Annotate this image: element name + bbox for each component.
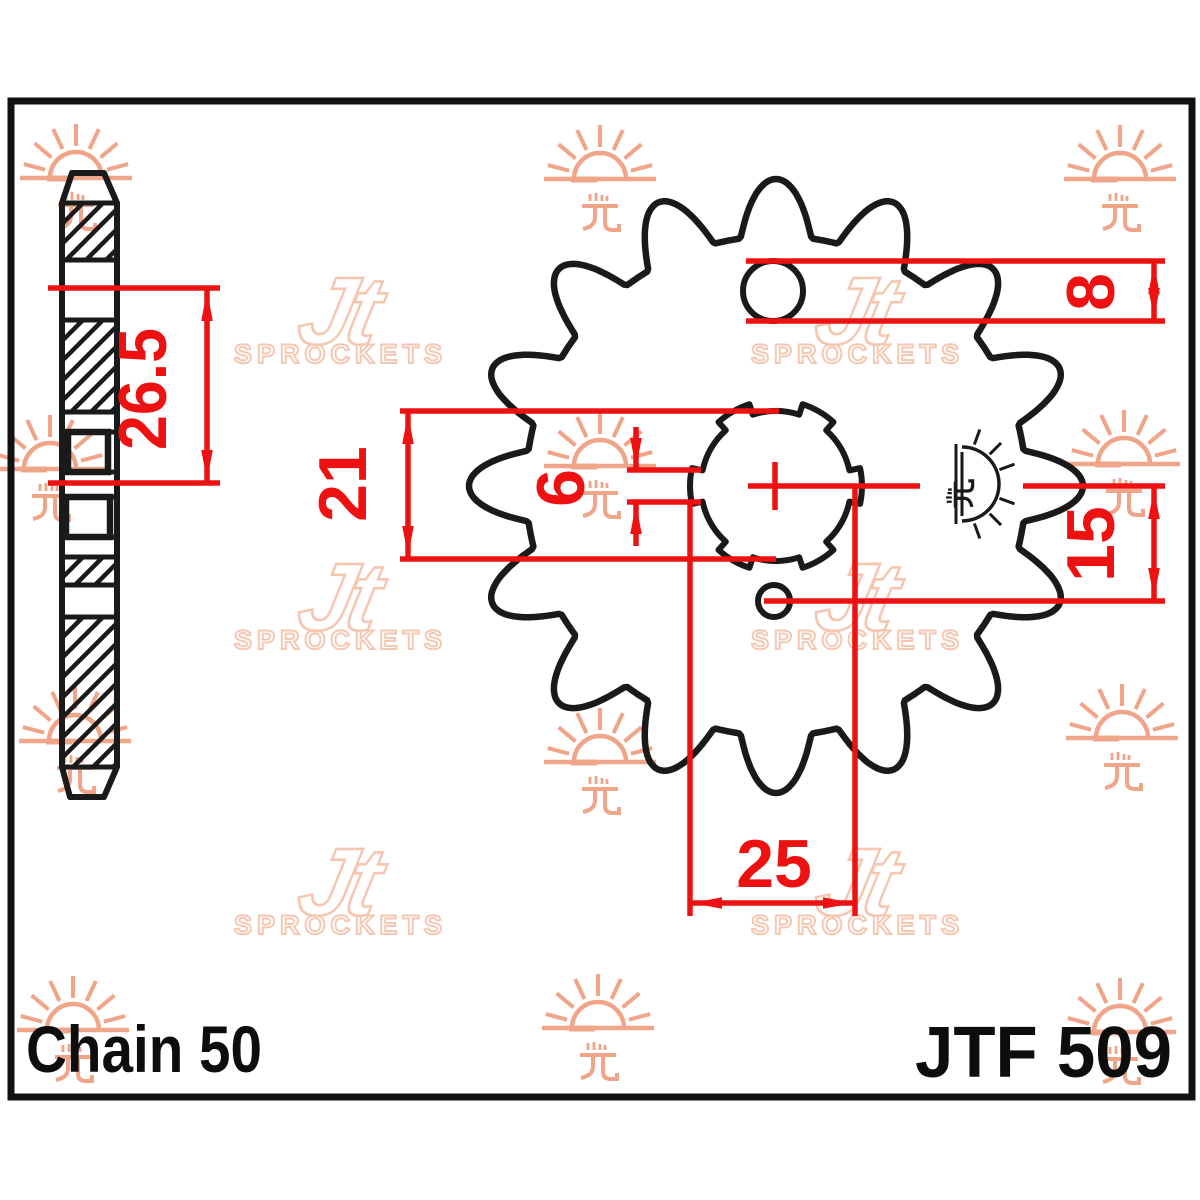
hatch-line xyxy=(64,558,86,579)
dimension-arrowhead xyxy=(201,291,213,321)
sprockets-text: SPROCKETS xyxy=(751,625,965,655)
hatch-line xyxy=(64,702,115,759)
hatch-line xyxy=(64,345,115,402)
dim-side-thickness: 26.5 xyxy=(105,328,181,450)
dimension-arrowhead xyxy=(692,897,722,909)
sun-watermark-icon xyxy=(1066,684,1178,791)
hatch-line xyxy=(64,321,86,342)
stamp-ray xyxy=(998,496,1016,506)
jt-monogram-icon xyxy=(1102,193,1141,232)
sun-watermark-icon xyxy=(1064,978,1176,1085)
stamp-dome xyxy=(961,445,1001,523)
chain-size-label: Chain 50 xyxy=(26,1012,262,1086)
keyway-box xyxy=(64,428,112,476)
drawing-frame-border xyxy=(7,97,1196,1101)
hatch-line xyxy=(64,204,106,245)
spline-bore-outline xyxy=(687,401,865,571)
hatch-line xyxy=(68,365,115,411)
dimension-lines xyxy=(48,258,1165,916)
hatch-line xyxy=(90,742,115,766)
dimension-arrowhead xyxy=(1148,264,1160,294)
sprocket-side-view xyxy=(59,170,120,800)
dim-top-hole-diameter: 8 xyxy=(1053,273,1129,311)
hatch-line xyxy=(64,682,115,739)
stamp-ray xyxy=(988,441,1003,456)
hatch-line xyxy=(72,558,106,584)
sun-watermark-icon xyxy=(1064,125,1176,232)
hatch-band xyxy=(64,618,115,766)
dim-spline-depth: 6 xyxy=(523,469,599,507)
stamp-ray xyxy=(972,428,982,446)
sun-watermark-icon xyxy=(1068,410,1180,517)
hatch-line xyxy=(70,722,115,766)
jt-monogram-icon xyxy=(582,480,621,519)
dimension-labels: 26.5 8 21 6 15 25 xyxy=(105,273,1129,902)
hatch-line xyxy=(103,248,115,259)
stamp-ray xyxy=(998,462,1016,472)
hatch-band xyxy=(64,204,115,259)
hatch-band xyxy=(64,558,115,584)
dimension-arrowhead xyxy=(823,897,853,909)
dimension-arrowhead xyxy=(630,504,642,534)
hatch-line xyxy=(64,622,115,679)
dimension-arrowhead xyxy=(630,438,642,468)
dimension-arrowhead xyxy=(1148,288,1160,318)
dimension-arrowhead xyxy=(1148,568,1160,598)
sun-watermark-icon xyxy=(544,125,656,232)
hatch-line xyxy=(64,642,115,699)
dimension-arrowhead xyxy=(402,526,414,556)
hatch-band xyxy=(64,321,115,411)
dimension-arrowhead xyxy=(402,414,414,444)
jt-monogram-icon xyxy=(55,1044,94,1083)
hatch-line xyxy=(64,208,115,259)
sprockets-text: SPROCKETS xyxy=(234,625,448,655)
sun-watermark-icon xyxy=(542,974,654,1081)
jt-monogram-icon xyxy=(1102,1046,1141,1085)
jt-monogram-icon xyxy=(582,193,621,232)
dim-bore-diameter: 21 xyxy=(305,446,381,522)
hatch-line xyxy=(64,618,106,659)
keyway-box xyxy=(62,493,114,541)
sprockets-text: SPROCKETS xyxy=(751,339,965,369)
sprockets-text: SPROCKETS xyxy=(234,910,448,940)
jt-monogram-icon xyxy=(582,776,621,815)
jt-monogram-icon xyxy=(946,479,975,508)
hatch-line xyxy=(92,562,115,584)
sprockets-text: SPROCKETS xyxy=(751,910,965,940)
dimension-arrowhead xyxy=(1148,489,1160,519)
jt-monogram-icon xyxy=(1106,478,1145,517)
sun-watermark-icon xyxy=(544,708,656,815)
stamp-ray xyxy=(972,522,982,540)
dimension-arrowhead xyxy=(201,450,213,480)
part-number-label: JTF 509 xyxy=(915,1013,1172,1093)
hatch-line xyxy=(88,385,115,411)
stamp-ray xyxy=(988,512,1003,527)
jt-monogram-icon xyxy=(580,1042,619,1081)
hatch-line xyxy=(64,662,115,719)
dim-lower-hole-offset: 15 xyxy=(1053,506,1129,582)
hatch-line xyxy=(64,321,66,322)
hatch-line xyxy=(64,321,106,362)
gear-teeth-outline xyxy=(465,175,1087,797)
hatch-line xyxy=(64,325,115,382)
dim-hole-spacing: 25 xyxy=(736,826,812,902)
jt-monogram-icon xyxy=(1104,752,1143,791)
hatch-line xyxy=(64,618,86,639)
sun-watermark-icon xyxy=(17,976,129,1083)
jt-stamp-icon xyxy=(946,428,1016,540)
hatch-line xyxy=(83,228,115,259)
top-bolt-hole xyxy=(740,258,806,324)
sprockets-text: SPROCKETS xyxy=(234,339,448,369)
hatch-line xyxy=(64,204,86,225)
